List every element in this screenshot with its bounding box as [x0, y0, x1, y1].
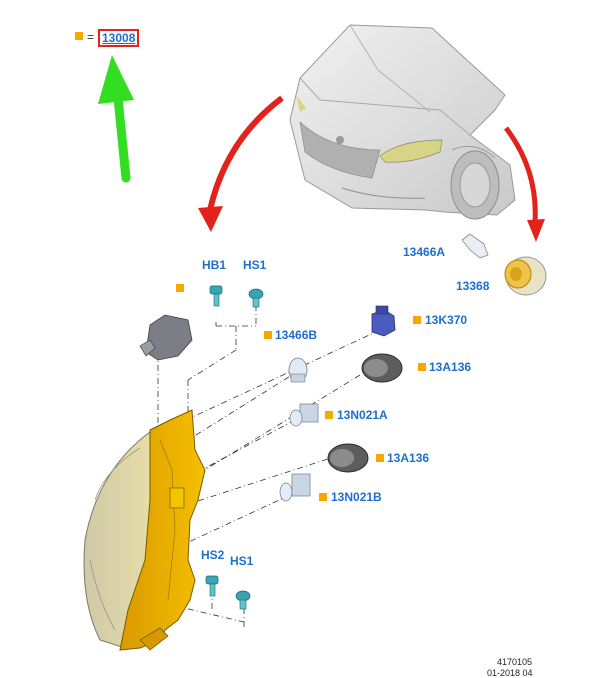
dust-cap-13a136-bottom [327, 443, 369, 473]
callout-square-13a136-top [418, 363, 426, 371]
label-hb1: HB1 [202, 258, 227, 272]
key-equals: = [87, 30, 95, 44]
callout-square-13n021a [325, 411, 333, 419]
leveling-motor [139, 314, 193, 361]
callout-square-13a136-bottom [376, 454, 384, 462]
label-13a136-top[interactable]: 13A136 [429, 360, 472, 374]
red-arrow-left [198, 95, 284, 232]
dust-cap-13a136-top [361, 353, 403, 383]
label-13368[interactable]: 13368 [456, 279, 490, 293]
illustration-number: 4170105 [497, 657, 533, 667]
key-callout-square [75, 32, 83, 40]
bulb-13466b [288, 357, 308, 383]
label-13n021a[interactable]: 13N021A [337, 408, 388, 422]
socket-13k370 [371, 305, 396, 337]
label-13n021b[interactable]: 13N021B [331, 490, 382, 504]
screw-hs1-bottom [235, 590, 251, 610]
red-arrow-right [504, 126, 545, 242]
callout-square-13n021b [319, 493, 327, 501]
green-pointer-arrow [98, 55, 134, 183]
screw-hs2 [205, 575, 219, 597]
label-hs1-top: HS1 [243, 258, 267, 272]
label-13a136-bottom[interactable]: 13A136 [387, 451, 430, 465]
illustration-date: 01-2018 04 [487, 668, 533, 678]
screw-hb1 [209, 285, 223, 307]
label-13k370[interactable]: 13K370 [425, 313, 468, 327]
callout-square-13k370 [413, 316, 421, 324]
label-13466b[interactable]: 13466B [275, 328, 318, 342]
side-marker-lamp [504, 256, 547, 296]
bulb-13n021a [289, 403, 319, 427]
side-marker-bulb [461, 233, 489, 259]
bulb-13n021b [279, 473, 311, 502]
callout-square-13466b [264, 331, 272, 339]
key-part-link[interactable]: 13008 [98, 29, 140, 47]
vehicle-front-illustration [289, 24, 516, 220]
label-hs1-bottom: HS1 [230, 554, 254, 568]
label-hs2: HS2 [201, 548, 225, 562]
screw-hs1-top [248, 288, 264, 308]
callout-square-motor [176, 284, 184, 292]
label-13466a[interactable]: 13466A [403, 245, 446, 259]
headlamp-assembly [83, 409, 206, 651]
